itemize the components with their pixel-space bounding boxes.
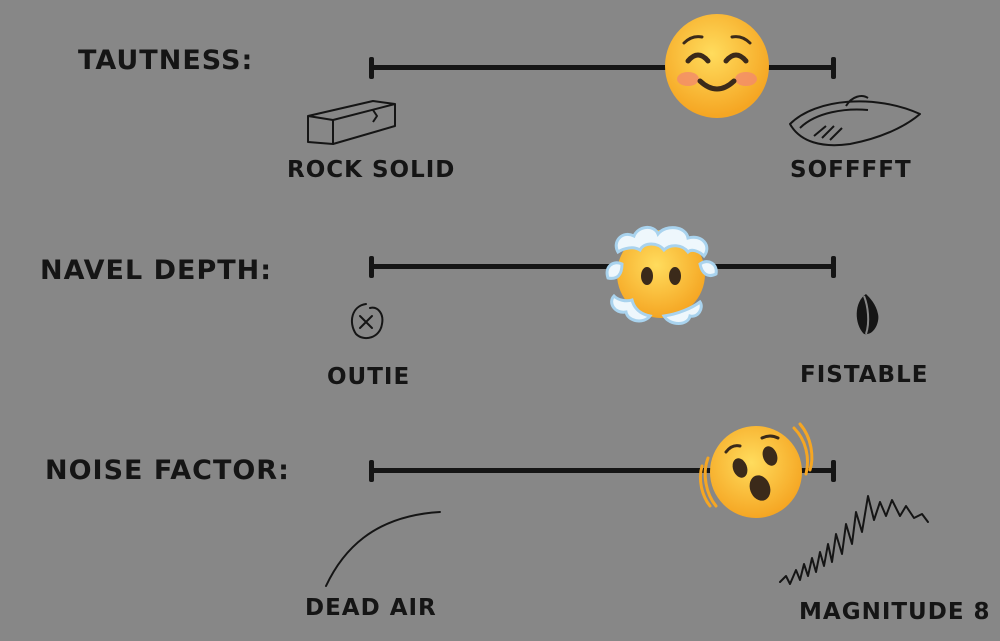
slider-min-tick [369,460,374,482]
slider-title: NAVEL DEPTH: [40,255,273,286]
slider-max-tick [831,57,836,79]
slider-track[interactable] [372,65,834,70]
slider-track[interactable] [372,264,834,269]
shaking-face-emoji [698,422,814,518]
slider-title: TAUTNESS: [78,45,254,76]
seismograph-icon [779,495,929,585]
pillow-icon [789,95,921,147]
flat-curve-icon [325,511,441,587]
face-in-clouds-emoji [605,226,718,325]
slider-track[interactable] [372,468,834,473]
slider-max-tick [831,256,836,278]
smiling-face-with-blush-emoji [665,14,769,118]
slider-title: NOISE FACTOR: [45,455,290,486]
max-label: FISTABLE [800,362,929,388]
slider-thumb[interactable] [664,13,770,123]
max-label: SOFFFFT [790,157,912,183]
max-label: MAGNITUDE 8 [799,599,991,625]
outie-navel-icon [350,303,384,340]
min-label: DEAD AIR [305,595,437,621]
slider-thumb[interactable] [698,418,814,528]
min-label: ROCK SOLID [287,157,456,183]
min-label: OUTIE [327,364,411,390]
slider-min-tick [369,57,374,79]
deep-navel-icon [856,294,879,335]
brick-icon [307,100,396,145]
slider-max-tick [831,460,836,482]
slider-min-tick [369,256,374,278]
slider-thumb[interactable] [604,222,718,334]
